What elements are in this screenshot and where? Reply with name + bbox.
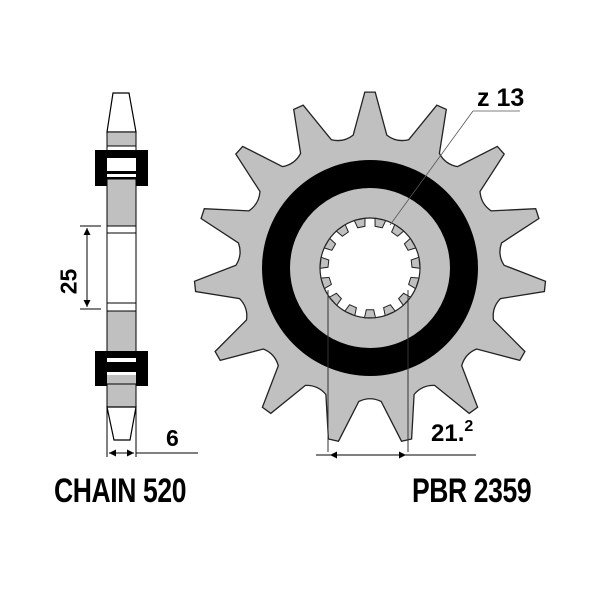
spline-tooth (408, 276, 420, 290)
spline-tooth (335, 223, 350, 237)
side-tooth-bottom (106, 406, 137, 441)
side-tooth-top (106, 92, 137, 133)
spline-tooth (328, 292, 343, 307)
pitch-dimension-sup: 2 (464, 418, 474, 435)
pitch-dimension-label: 21.2 (431, 419, 473, 447)
spline-tooth (320, 276, 332, 290)
spline-tooth (403, 237, 417, 251)
spline-tooth (323, 237, 337, 251)
side-view (80, 92, 198, 457)
teeth-leader (389, 110, 474, 226)
spline-tooth (363, 309, 377, 319)
teeth-count-label: z 13 (477, 84, 525, 112)
front-view (193, 91, 547, 459)
spline-tooth (353, 217, 366, 229)
spline-tooth (390, 223, 405, 237)
hub-ring (262, 160, 478, 376)
height-dimension-label: 25 (55, 268, 82, 295)
chain-label: CHAIN 520 (54, 472, 187, 510)
spline-tooth (344, 304, 357, 317)
side-bore (106, 232, 137, 304)
spline-bore (319, 217, 421, 319)
pitch-dimension-main: 21. (431, 420, 465, 447)
width-dimension-label: 6 (166, 425, 179, 451)
spline-tooth (319, 256, 330, 269)
spline-tooth (374, 217, 387, 229)
spline-tooth (383, 304, 396, 317)
side-body-upper (106, 131, 137, 147)
spline-tooth (410, 256, 421, 269)
part-number-label: PBR 2359 (412, 472, 532, 510)
